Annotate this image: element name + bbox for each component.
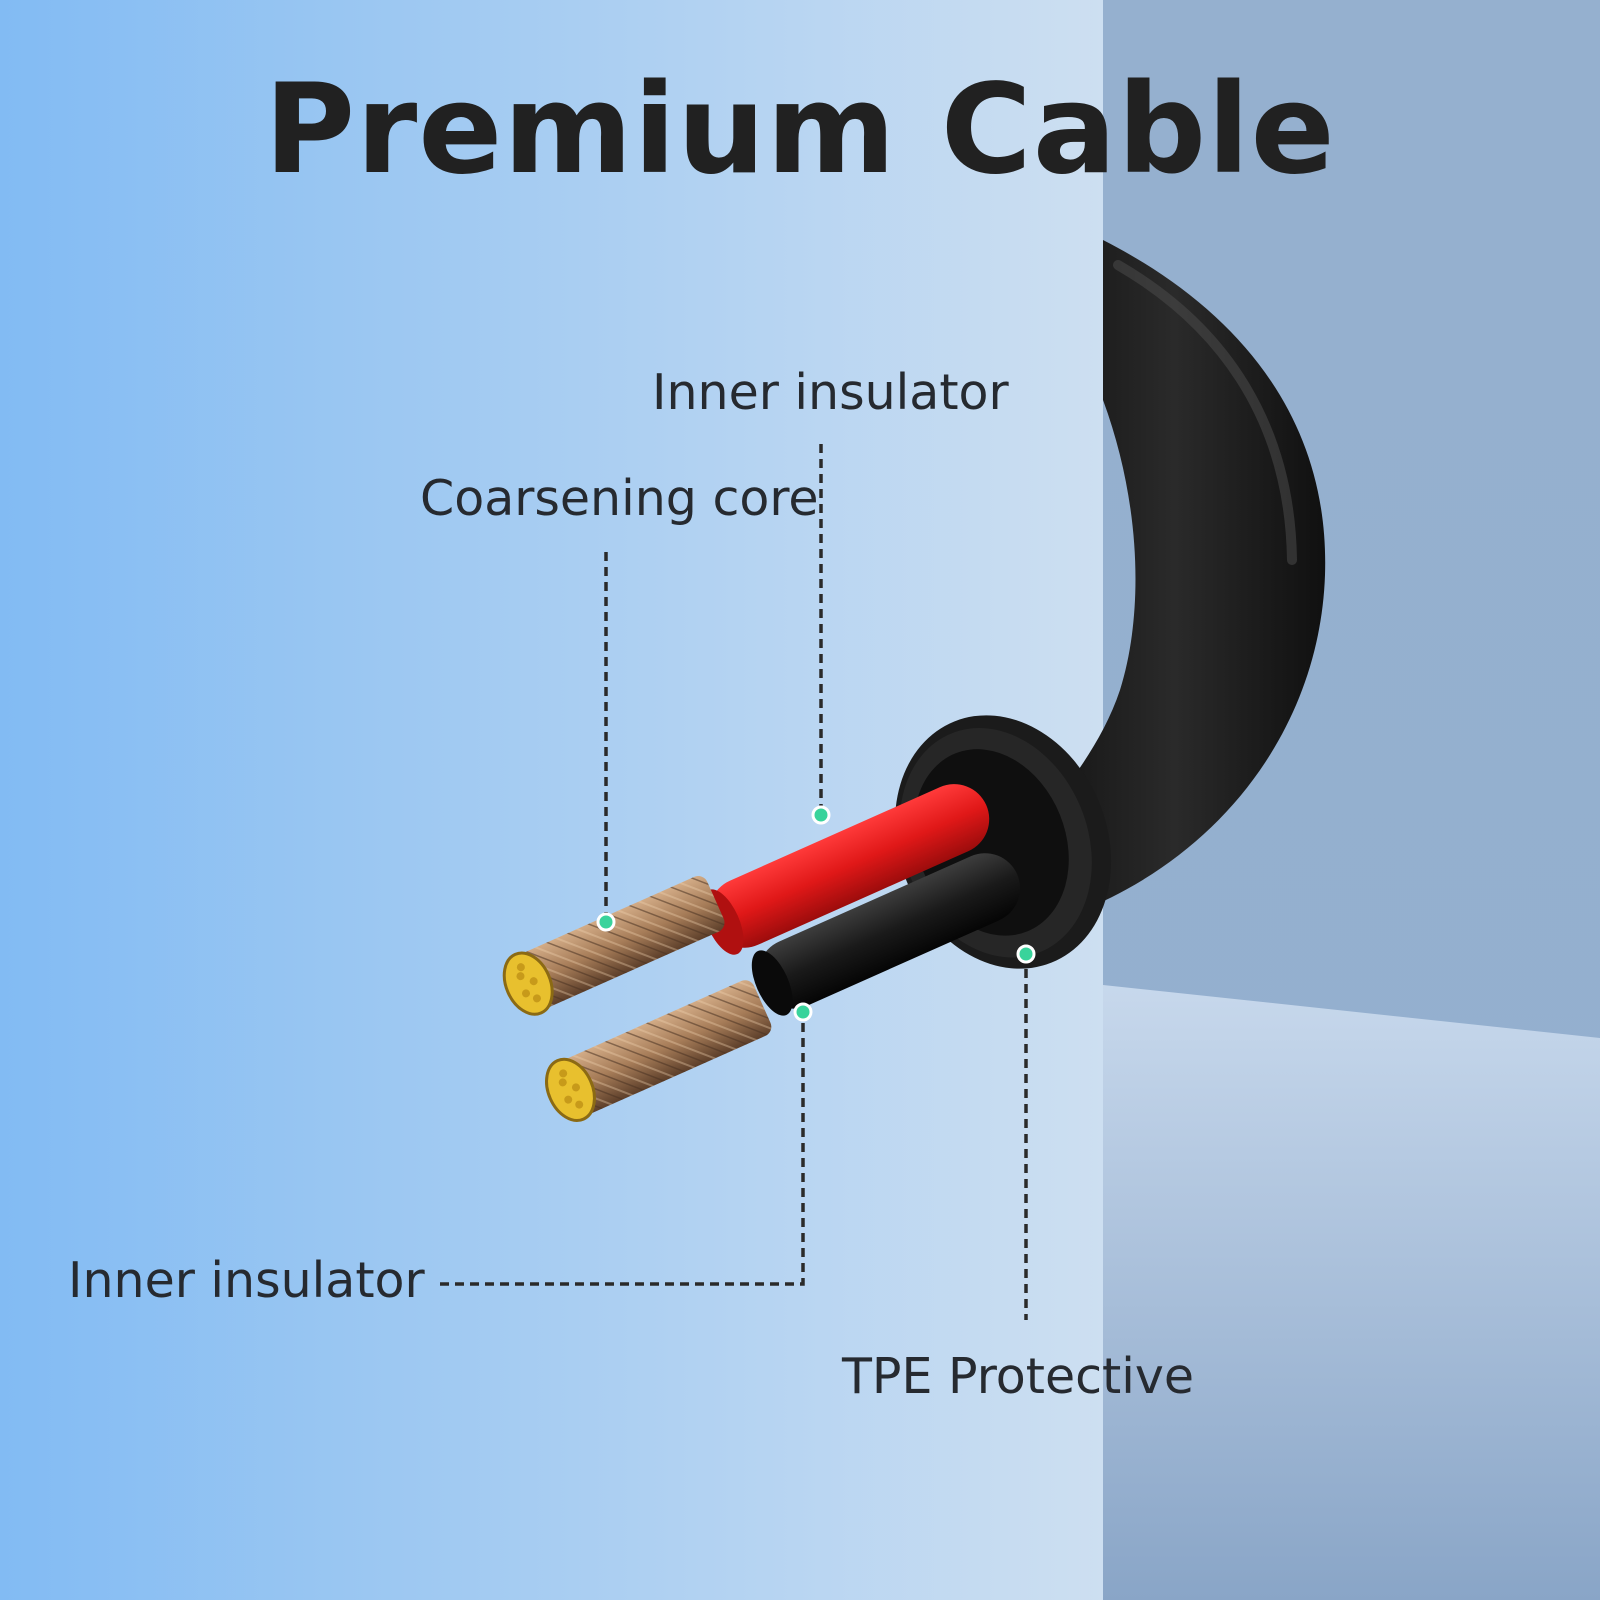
marker-dot-tpe-jacket <box>1016 944 1036 964</box>
marker-dot-red-insulator <box>811 805 831 825</box>
copper-strands-lower <box>545 980 772 1122</box>
label-tpe-protective: TPE Protective <box>842 1348 1195 1405</box>
copper-strands-upper <box>502 876 725 1016</box>
background-floor-plane <box>1103 985 1600 1600</box>
label-inner-insulator-top: Inner insulator <box>652 364 1009 421</box>
black-wire <box>751 853 1021 1016</box>
label-coarsening-core: Coarsening core <box>420 470 819 527</box>
outer-jacket-highlight <box>1113 260 1297 565</box>
label-inner-insulator-bottom: Inner insulator <box>68 1252 425 1309</box>
marker-dot-coarsening-core <box>596 912 616 932</box>
page-title: Premium Cable <box>264 58 1336 202</box>
outer-jacket-bend <box>990 240 1326 908</box>
leader-inner-insulator-bottom <box>440 1012 805 1286</box>
marker-dot-black-insulator <box>793 1002 813 1022</box>
